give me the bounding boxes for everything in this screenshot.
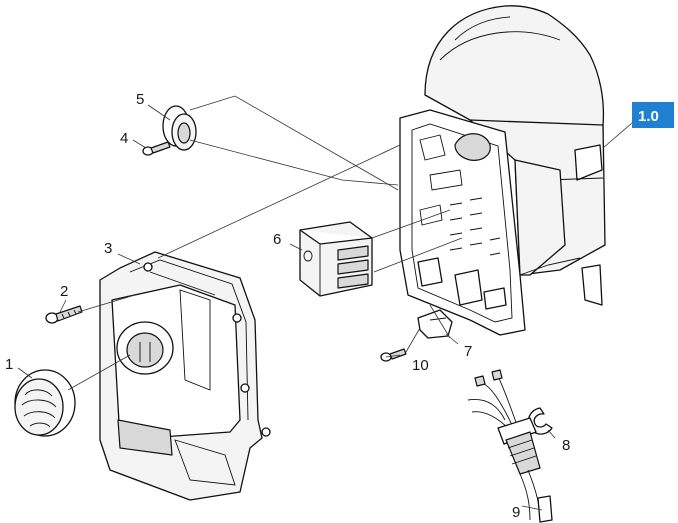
front-cover: [99, 251, 271, 501]
callout-1: 1: [5, 356, 13, 373]
callout-6: 6: [273, 231, 281, 248]
relay-block: [299, 221, 373, 297]
callouts: 5 4 3 6 2 1 7 10 8 9: [5, 91, 570, 521]
reference-badge-text: 1.0: [638, 108, 659, 125]
grommet: [162, 105, 197, 151]
power-cable: [467, 369, 553, 523]
leader-lines: [17, 95, 633, 511]
reference-badge-bg: [632, 102, 674, 128]
reference-badge: 1.0: [632, 102, 674, 128]
callout-7: 7: [464, 343, 472, 360]
screw-part-10: [380, 348, 407, 362]
callout-4: 4: [120, 130, 128, 147]
callout-9: 9: [512, 504, 520, 521]
callout-2: 2: [60, 283, 68, 300]
control-knob: [14, 369, 76, 437]
screw-part-2: [45, 305, 83, 324]
callout-3: 3: [104, 240, 112, 257]
callout-8: 8: [562, 437, 570, 454]
callout-5: 5: [136, 91, 144, 108]
screw-part-4: [142, 141, 171, 156]
main-housing: [399, 5, 606, 336]
cable-clamp: [417, 309, 453, 339]
frame-slots: [449, 197, 501, 256]
callout-10: 10: [412, 357, 429, 374]
